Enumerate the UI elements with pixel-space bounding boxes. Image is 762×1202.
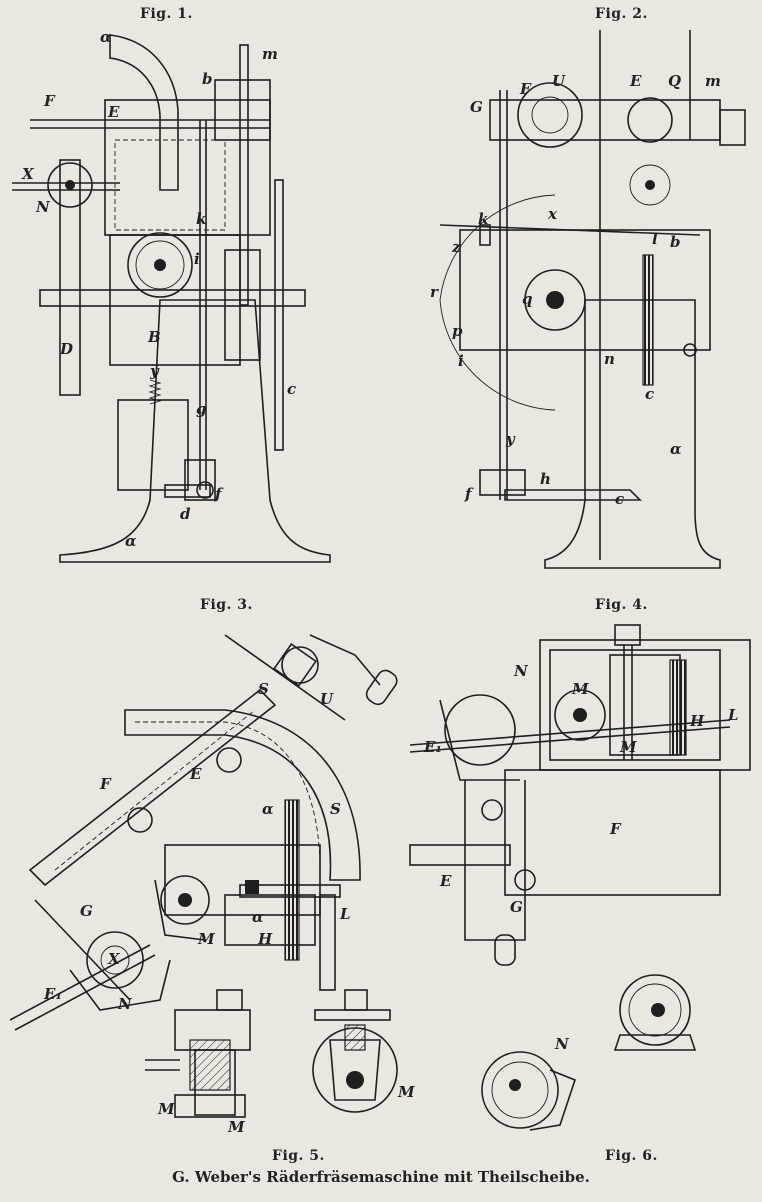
fig2-letter-r: r: [430, 283, 438, 301]
fig1-letter-alpha: α: [100, 28, 112, 46]
fig2-letter-alpha: α: [670, 440, 682, 458]
fig3-letter-L: L: [340, 905, 351, 923]
fig4-letter-L: L: [728, 706, 739, 724]
fig3-letter-F: F: [100, 775, 111, 793]
fig2-letter-m: m: [705, 72, 721, 90]
fig1-letter-f: f: [215, 485, 222, 503]
fig3-letter-E: E: [190, 765, 202, 783]
fig3-drawing: [9, 634, 398, 1031]
fig3-letter-U: U: [320, 690, 334, 708]
fig6-title: Fig. 6.: [605, 1148, 658, 1164]
fig2-letter-U: U: [552, 72, 566, 90]
fig4-letter-F: F: [610, 820, 621, 838]
plate-caption: G. Weber's Räderfräsemaschine mit Theils…: [172, 1168, 590, 1186]
fig1-letter-g: g: [196, 400, 207, 418]
fig5-letter-M2: M: [228, 1118, 245, 1136]
fig1-letter-y: y: [150, 362, 159, 380]
fig1-letter-i: i: [194, 250, 200, 268]
fig3-letter-S: S: [258, 680, 269, 698]
fig4-letter-E1: E₁: [424, 738, 443, 756]
fig2-letter-h: h: [540, 470, 551, 488]
fig1-letter-k: k: [196, 210, 207, 228]
fig3-letter-X: X: [108, 950, 120, 968]
fig1-letter-m: m: [262, 45, 278, 63]
fig2-letter-z: z: [452, 238, 461, 256]
fig1-title: Fig. 1.: [140, 6, 193, 22]
fig3-letter-G: G: [80, 902, 93, 920]
fig4-letter-M2: M: [620, 738, 637, 756]
fig2-letter-i: i: [458, 352, 464, 370]
fig2-letter-y: y: [506, 430, 515, 448]
fig1-letter-b: b: [202, 70, 213, 88]
fig3-letter-H: H: [258, 930, 273, 948]
fig2-letter-c2: c: [615, 490, 625, 508]
fig6-letter-N: N: [555, 1035, 569, 1053]
fig2-letter-x: x: [548, 205, 557, 223]
fig3-letter-alpha2: α: [252, 908, 264, 926]
fig1-letter-X: X: [22, 165, 34, 183]
fig4-drawing: [409, 624, 751, 966]
fig5-letter-M1: M: [158, 1100, 175, 1118]
fig3-letter-S2: S: [330, 800, 341, 818]
fig4-letter-M: M: [572, 680, 589, 698]
fig2-title: Fig. 2.: [595, 6, 648, 22]
fig4-letter-G: G: [510, 898, 523, 916]
fig2-letter-q: q: [522, 290, 533, 308]
fig1-letter-F: F: [44, 92, 55, 110]
fig3-letter-N: N: [118, 995, 132, 1013]
fig3-letter-alpha: α: [262, 800, 274, 818]
fig1-letter-D: D: [60, 340, 74, 358]
fig1-letter-c: c: [287, 380, 297, 398]
fig2-letter-E: E: [630, 72, 642, 90]
fig2-letter-n: n: [604, 350, 615, 368]
fig4-letter-N: N: [514, 662, 528, 680]
fig1-letter-d: d: [180, 505, 191, 523]
fig1-letter-B: B: [148, 328, 161, 346]
fig2-letter-F: F: [520, 80, 531, 98]
fig5-letter-M3: M: [398, 1083, 415, 1101]
fig2-letter-G: G: [470, 98, 483, 116]
fig5-title: Fig. 5.: [272, 1148, 325, 1164]
fig4-title: Fig. 4.: [595, 597, 648, 613]
fig1-letter-N: N: [36, 198, 50, 216]
fig3-title: Fig. 3.: [200, 597, 253, 613]
fig2-letter-b: b: [670, 233, 681, 251]
fig2-letter-Q: Q: [668, 72, 682, 90]
fig1-letter-E: E: [108, 103, 120, 121]
fig2-letter-l: l: [652, 230, 658, 248]
fig2-letter-p: p: [452, 322, 463, 340]
fig1-letter-alpha-base: α: [125, 532, 137, 550]
fig2-letter-f: f: [465, 485, 472, 503]
fig6-drawing: [481, 974, 697, 1131]
fig2-letter-c: c: [645, 385, 655, 403]
fig4-letter-H: H: [690, 712, 705, 730]
fig5-drawing: [145, 989, 398, 1118]
fig2-drawing: [439, 30, 746, 569]
fig3-letter-M: M: [198, 930, 215, 948]
fig1-drawing: [12, 34, 331, 563]
fig4-letter-E: E: [440, 872, 452, 890]
fig3-letter-E1: E₁: [44, 985, 63, 1003]
fig2-letter-k: k: [478, 210, 489, 228]
